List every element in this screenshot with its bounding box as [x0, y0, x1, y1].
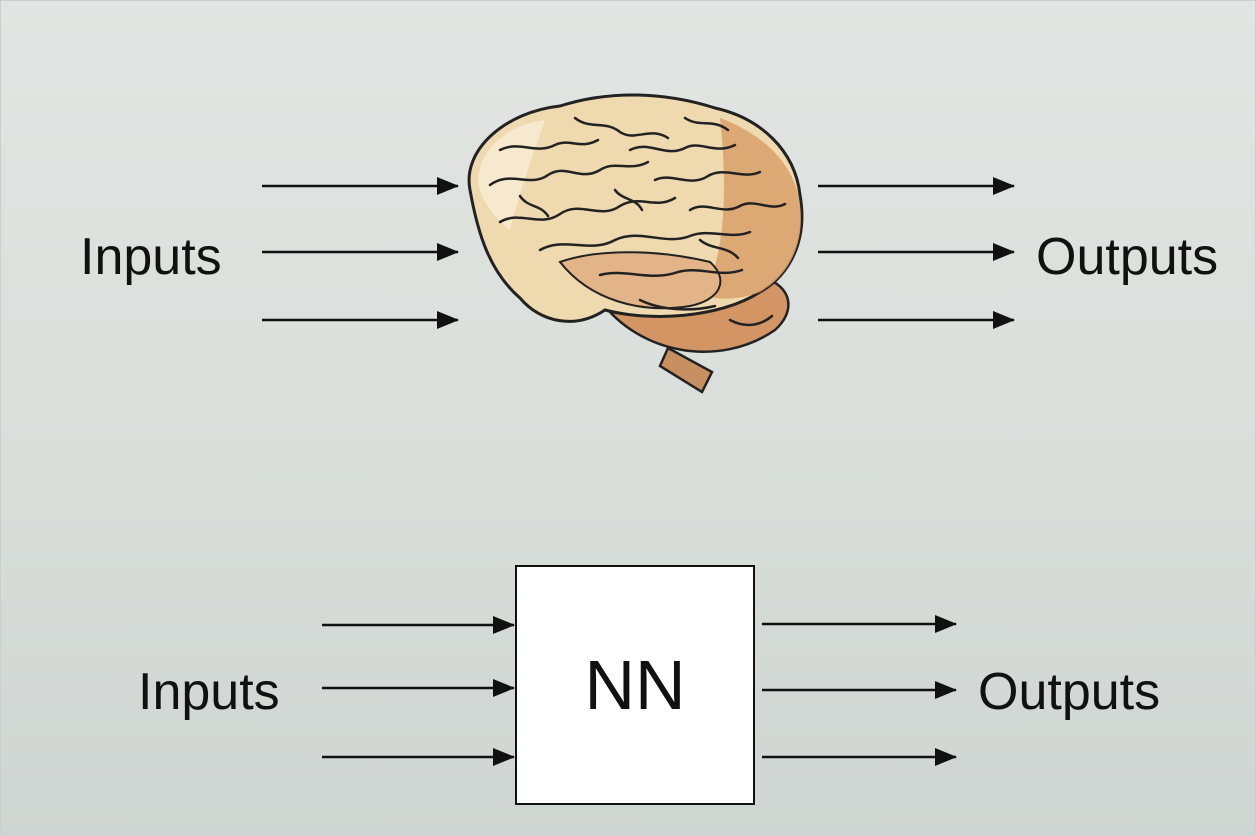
bottom-input-arrows [322, 616, 515, 766]
nn-box-label: NN [584, 646, 686, 724]
top-output-arrows [818, 177, 1015, 329]
top-inputs-label: Inputs [80, 228, 222, 286]
top-outputs-label: Outputs [1036, 228, 1219, 286]
bottom-output-arrows [762, 615, 957, 766]
top-input-arrows [262, 177, 459, 329]
bottom-inputs-label: Inputs [138, 663, 280, 721]
brain-icon [467, 93, 804, 394]
nn-box: NN [515, 565, 755, 805]
bottom-outputs-label: Outputs [978, 663, 1161, 721]
